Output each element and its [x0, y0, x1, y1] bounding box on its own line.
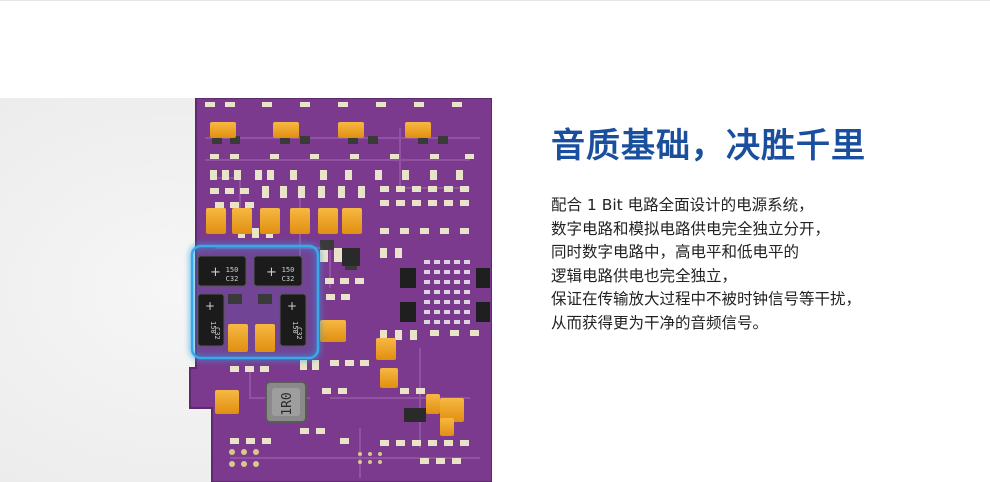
svg-text:+: + — [205, 299, 215, 313]
pin-header — [229, 449, 382, 467]
resistor-array — [424, 260, 470, 324]
feature-description: 配合 1 Bit 电路全面设计的电源系统， 数字电路和模拟电路供电完全独立分开，… — [551, 194, 971, 335]
description-line: 同时数字电路中，高电平和低电平的 — [551, 243, 800, 261]
svg-text:150: 150 — [291, 321, 299, 334]
pcb-photo: 1R0 + 150 C32 + 150 C32 + — [0, 98, 492, 482]
description-line: 保证在传输放大过程中不被时钟信号等干扰， — [551, 290, 862, 308]
tantalum-capacitors-bottom — [426, 394, 454, 436]
svg-text:+: + — [210, 265, 221, 280]
ic-chips — [342, 248, 490, 422]
svg-text:150: 150 — [226, 266, 239, 274]
svg-text:C32: C32 — [295, 327, 303, 340]
polymer-capacitor-br: + 150 C32 — [279, 293, 307, 347]
polymer-capacitor-tr: + 150 C32 — [253, 255, 303, 287]
feature-text-block: 音质基础，决胜千里 配合 1 Bit 电路全面设计的电源系统， 数字电路和模拟电… — [551, 124, 971, 335]
svg-text:150: 150 — [282, 266, 295, 274]
description-line: 数字电路和模拟电路供电完全独立分开， — [551, 219, 831, 238]
svg-text:+: + — [266, 265, 277, 280]
top-divider — [0, 0, 990, 1]
svg-text:150: 150 — [209, 321, 217, 334]
polymer-capacitor-tl: + 150 C32 — [197, 255, 247, 287]
tantalum-capacitors-highlight — [228, 294, 275, 352]
description-line: 从而获得更为干净的音频信号。 — [551, 313, 769, 332]
inductor: 1R0 — [265, 381, 307, 423]
svg-text:+: + — [287, 299, 297, 313]
svg-text:C32: C32 — [282, 275, 295, 283]
description-line: 逻辑电路供电也完全独立， — [551, 266, 738, 285]
pcb-illustration: 1R0 + 150 C32 + 150 C32 + — [0, 98, 492, 482]
inductor-marking: 1R0 — [280, 392, 295, 415]
svg-text:C32: C32 — [213, 327, 221, 340]
polymer-capacitor-bl: + 150 C32 — [197, 293, 225, 347]
svg-text:C32: C32 — [226, 275, 239, 283]
tantalum-capacitors-top — [206, 122, 464, 422]
description-line: 配合 1 Bit 电路全面设计的电源系统， — [551, 196, 814, 214]
feature-headline: 音质基础，决胜千里 — [551, 126, 866, 166]
